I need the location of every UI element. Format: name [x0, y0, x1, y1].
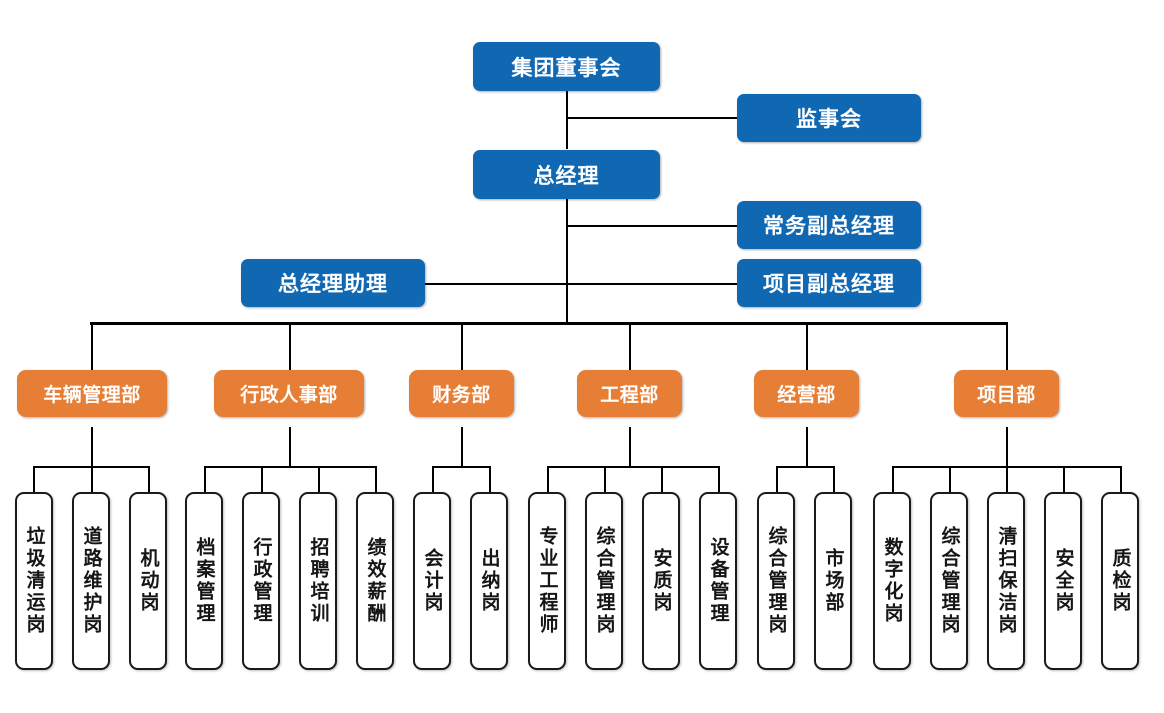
stem-job-3	[204, 466, 206, 492]
connector-dept-operations	[806, 322, 808, 370]
bus-adminhr	[204, 466, 376, 468]
node-general-manager[interactable]: 总经理	[473, 150, 660, 199]
connector-finance-down	[461, 427, 463, 466]
node-job-position[interactable]: 绩效薪酬	[356, 492, 394, 670]
node-dept-project[interactable]: 项目部	[954, 370, 1059, 417]
node-dept-finance[interactable]: 财务部	[409, 370, 514, 417]
connector-dept-finance	[461, 322, 463, 370]
node-job-position[interactable]: 道路维护岗	[72, 492, 110, 670]
stem-job-7	[432, 466, 434, 492]
stem-job-8	[489, 466, 491, 492]
stem-job-9	[547, 466, 549, 492]
node-project-vice-gm[interactable]: 项目副总经理	[737, 259, 921, 307]
node-job-position[interactable]: 垃圾清运岗	[15, 492, 53, 670]
stem-job-19	[1120, 466, 1122, 492]
connector-adminhr-down	[289, 427, 291, 466]
stem-job-0	[33, 466, 35, 492]
node-dept-operations[interactable]: 经营部	[754, 370, 859, 417]
stem-job-1	[91, 466, 93, 492]
node-job-position[interactable]: 档案管理	[185, 492, 223, 670]
node-job-position[interactable]: 质检岗	[1101, 492, 1139, 670]
bus-engineering	[547, 466, 719, 468]
connector-dept-project	[1006, 322, 1008, 370]
connector-gm-down	[566, 199, 568, 323]
node-job-position[interactable]: 出纳岗	[470, 492, 508, 670]
stem-job-5	[318, 466, 320, 492]
stem-job-4	[261, 466, 263, 492]
stem-job-11	[661, 466, 663, 492]
connector-supervisory	[566, 117, 737, 119]
node-job-position[interactable]: 清扫保洁岗	[987, 492, 1025, 670]
stem-job-2	[148, 466, 150, 492]
connector-project-down	[1006, 427, 1008, 466]
stem-job-12	[718, 466, 720, 492]
connector-board-down	[566, 91, 568, 149]
node-dept-vehicle[interactable]: 车辆管理部	[17, 370, 167, 417]
bus-finance	[432, 466, 490, 468]
node-job-position[interactable]: 安全岗	[1044, 492, 1082, 670]
connector-gm-assistant	[424, 283, 567, 285]
stem-job-14	[833, 466, 835, 492]
node-job-position[interactable]: 专业工程师	[528, 492, 566, 670]
node-job-position[interactable]: 会计岗	[413, 492, 451, 670]
connector-dept-admin-hr	[289, 322, 291, 370]
connector-exec-vgm	[566, 225, 737, 227]
stem-job-13	[776, 466, 778, 492]
node-supervisory-board[interactable]: 监事会	[737, 94, 921, 142]
connector-engineering-down	[629, 427, 631, 466]
stem-job-17	[1006, 466, 1008, 492]
connector-dept-engineering	[629, 322, 631, 370]
node-job-position[interactable]: 机动岗	[129, 492, 167, 670]
node-dept-admin-hr[interactable]: 行政人事部	[214, 370, 364, 417]
stem-job-6	[375, 466, 377, 492]
stem-job-10	[604, 466, 606, 492]
bus-operations	[776, 466, 834, 468]
connector-vehicle-down	[91, 427, 93, 466]
node-job-position[interactable]: 综合管理岗	[930, 492, 968, 670]
node-job-position[interactable]: 行政管理	[242, 492, 280, 670]
connector-dept-vehicle	[91, 322, 93, 370]
node-job-position[interactable]: 招聘培训	[299, 492, 337, 670]
node-board[interactable]: 集团董事会	[473, 42, 660, 91]
node-job-position[interactable]: 安质岗	[642, 492, 680, 670]
node-job-position[interactable]: 市场部	[814, 492, 852, 670]
node-job-position[interactable]: 数字化岗	[873, 492, 911, 670]
stem-job-15	[892, 466, 894, 492]
node-executive-vice-gm[interactable]: 常务副总经理	[737, 201, 921, 249]
connector-proj-vgm	[566, 283, 737, 285]
stem-job-16	[949, 466, 951, 492]
node-job-position[interactable]: 综合管理岗	[757, 492, 795, 670]
stem-job-18	[1063, 466, 1065, 492]
connector-operations-down	[806, 427, 808, 466]
department-bus	[90, 322, 1007, 325]
node-dept-engineering[interactable]: 工程部	[577, 370, 682, 417]
node-job-position[interactable]: 设备管理	[699, 492, 737, 670]
node-gm-assistant[interactable]: 总经理助理	[241, 259, 425, 307]
node-job-position[interactable]: 综合管理岗	[585, 492, 623, 670]
